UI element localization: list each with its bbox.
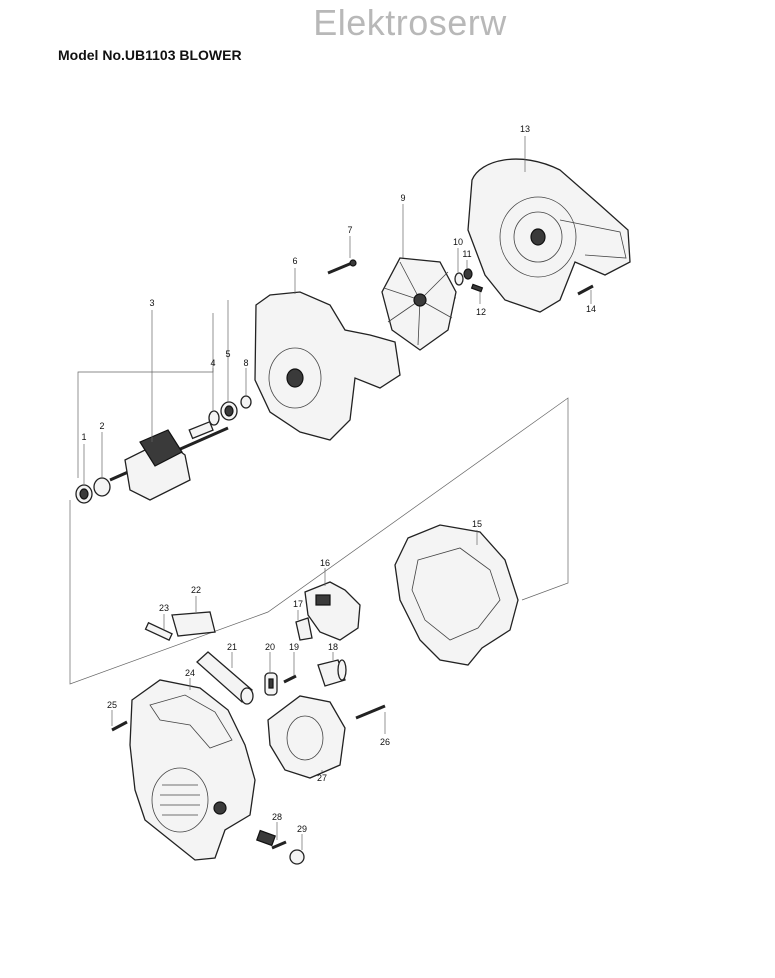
part-label-15: 15 [472,519,482,529]
part-label-27: 27 [317,773,327,783]
part-label-9: 9 [400,193,405,203]
part-label-17: 17 [293,599,303,609]
part-1-2-bearing-washer [75,477,111,504]
part-label-4: 4 [210,358,215,368]
part-19-screw [283,674,297,684]
part-label-25: 25 [107,700,117,710]
part-21-tube [196,651,254,705]
part-label-2: 2 [99,421,104,431]
part-22-label [171,611,216,637]
part-25-screw [111,720,128,732]
part-label-1: 1 [81,432,86,442]
part-label-28: 28 [272,812,282,822]
part-label-10: 10 [453,237,463,247]
part-label-11: 11 [462,249,471,259]
part-20-bracket [264,672,278,696]
part-label-20: 20 [265,642,275,652]
part-28-29-brush-cap [256,829,305,865]
part-26-screw [355,704,386,720]
part-label-12: 12 [476,307,486,317]
part-label-18: 18 [328,642,338,652]
part-label-24: 24 [185,668,195,678]
part-4-5-8-bearings [208,395,252,426]
part-label-5: 5 [225,349,230,359]
part-16-switch [304,581,361,641]
watermark-text: Elektroserw [313,2,507,43]
part-label-13: 13 [520,124,530,134]
page-title: Model No.UB1103 BLOWER [58,47,242,63]
part-label-14: 14 [586,304,596,314]
part-6-fan-housing [254,291,401,441]
part-14-screw [577,284,594,296]
part-label-22: 22 [191,585,201,595]
part-23-pin [144,621,173,641]
part-labels: 1 2 3 4 5 6 7 8 9 10 11 12 13 14 15 16 1… [81,124,596,834]
part-label-7: 7 [347,225,352,235]
part-label-23: 23 [159,603,169,613]
part-15-handle-frame [394,524,519,666]
part-9-fan [381,257,457,351]
part-27-motor-housing [267,695,346,779]
part-24-handle-body [129,679,256,861]
part-label-21: 21 [227,642,237,652]
part-label-16: 16 [320,558,330,568]
part-18-cylinder [317,659,347,687]
part-label-19: 19 [289,642,299,652]
part-label-6: 6 [292,256,297,266]
leader-lines [83,136,592,850]
part-label-8: 8 [243,358,248,368]
part-7-screw [327,259,357,275]
part-13-fan-cover [467,158,631,313]
part-10-11-12-fasteners [454,268,484,293]
part-label-3: 3 [149,298,154,308]
part-label-29: 29 [297,824,307,834]
part-label-26: 26 [380,737,390,747]
part-3-armature [109,420,229,501]
part-17-lever [295,617,313,641]
